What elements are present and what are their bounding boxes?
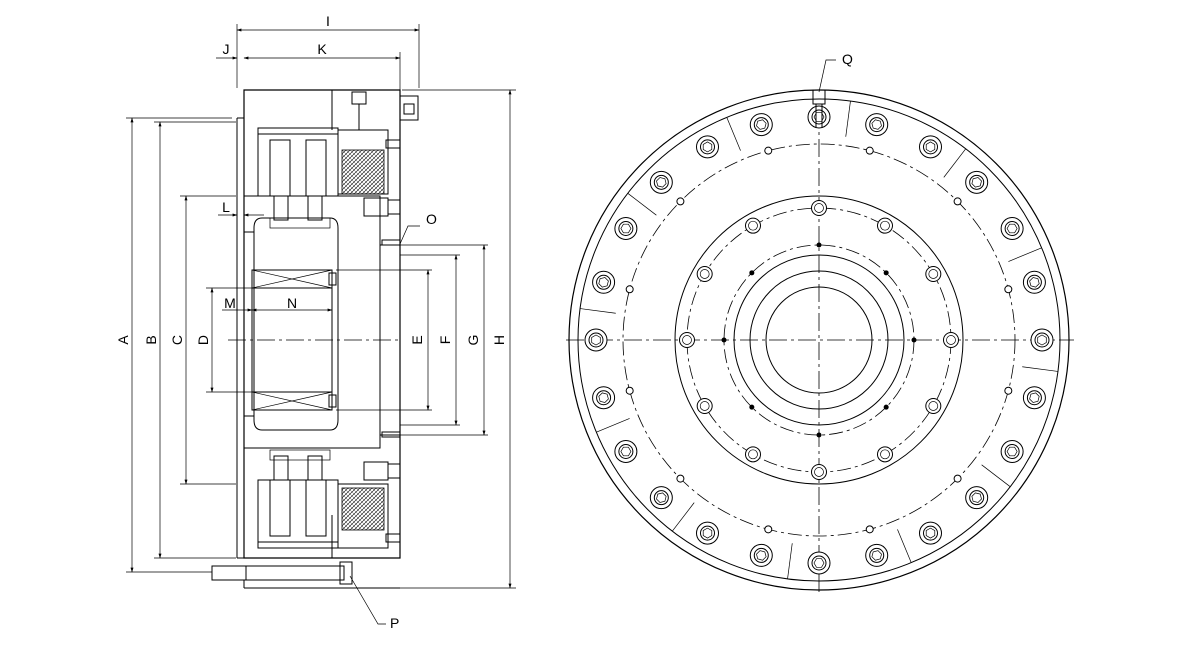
small-hole bbox=[676, 197, 685, 206]
flange-notch bbox=[596, 418, 630, 433]
dim-label-d: D bbox=[195, 335, 211, 345]
inner-bolt bbox=[877, 217, 893, 234]
outer-bolt bbox=[696, 521, 719, 545]
outer-bolt bbox=[696, 135, 719, 159]
dim-label-i: I bbox=[326, 13, 330, 29]
small-hole bbox=[625, 386, 634, 395]
dim-label-j: J bbox=[223, 41, 230, 57]
section-view bbox=[211, 89, 419, 589]
small-hole bbox=[953, 474, 962, 483]
tiny-hole bbox=[883, 404, 889, 410]
outer-bolt bbox=[749, 543, 773, 567]
tiny-hole bbox=[883, 270, 889, 276]
outer-bolt bbox=[865, 113, 889, 137]
small-hole bbox=[865, 146, 874, 155]
small-hole bbox=[764, 525, 773, 534]
outer-bolt bbox=[865, 543, 889, 567]
callout-o: O bbox=[426, 211, 437, 227]
callout-p: P bbox=[390, 615, 399, 631]
flange-notch bbox=[981, 464, 1011, 487]
small-hole bbox=[1004, 285, 1013, 294]
dim-label-l: L bbox=[222, 199, 230, 215]
inner-bolt bbox=[877, 446, 893, 463]
inner-bolt bbox=[943, 332, 959, 348]
tiny-hole bbox=[749, 270, 755, 276]
outer-bolt bbox=[1030, 328, 1054, 352]
inner-bolt-ring bbox=[679, 200, 959, 480]
small-hole bbox=[1004, 386, 1013, 395]
outer-bolt bbox=[749, 113, 773, 137]
flange-notch bbox=[672, 502, 695, 532]
front-view: Q bbox=[566, 51, 1074, 592]
outer-bolt bbox=[807, 105, 831, 129]
flange-notch bbox=[845, 101, 851, 137]
inner-bolt bbox=[811, 200, 827, 216]
flange-notch bbox=[627, 193, 657, 216]
outer-bolt bbox=[614, 217, 638, 240]
dim-label-e: E bbox=[409, 335, 425, 344]
outer-bolt bbox=[807, 551, 831, 575]
small-hole bbox=[865, 525, 874, 534]
small-hole bbox=[625, 285, 634, 294]
tiny-hole bbox=[721, 337, 727, 343]
inner-bolt bbox=[696, 398, 713, 414]
dim-label-n: N bbox=[287, 295, 297, 311]
dim-label-k: K bbox=[317, 41, 327, 57]
dim-label-f: F bbox=[437, 336, 453, 345]
inner-bolt bbox=[745, 217, 761, 234]
outer-bolt bbox=[649, 170, 673, 194]
outer-bolt bbox=[919, 521, 942, 545]
inner-bolt bbox=[925, 266, 942, 282]
tiny-hole bbox=[816, 242, 822, 248]
outer-bolt bbox=[614, 440, 638, 463]
outer-bolt bbox=[592, 386, 616, 410]
outer-bolt bbox=[1000, 217, 1024, 240]
flange-notch bbox=[943, 148, 966, 178]
flange-notch bbox=[580, 308, 616, 314]
dim-label-h: H bbox=[491, 335, 507, 345]
dim-label-c: C bbox=[169, 335, 185, 345]
inner-bolt bbox=[811, 464, 827, 480]
tiny-hole bbox=[749, 404, 755, 410]
outer-bolt bbox=[1022, 270, 1046, 294]
outer-bolt bbox=[965, 170, 989, 194]
small-hole bbox=[676, 474, 685, 483]
tiny-hole bbox=[816, 432, 822, 438]
outer-bolt bbox=[1022, 386, 1046, 410]
outer-bolt bbox=[649, 486, 673, 510]
outer-bolt-ring bbox=[584, 105, 1054, 575]
callout-q: Q bbox=[842, 51, 853, 67]
dim-label-a: A bbox=[115, 335, 131, 345]
dim-label-b: B bbox=[143, 335, 159, 344]
small-hole-ring bbox=[625, 146, 1013, 534]
outer-bolt bbox=[592, 270, 616, 294]
tiny-hole-ring bbox=[721, 242, 917, 438]
dim-label-g: G bbox=[465, 335, 481, 346]
outer-bolt bbox=[584, 328, 608, 352]
flange-notch bbox=[726, 117, 741, 151]
outer-bolt bbox=[919, 135, 942, 159]
dimensions: I K J A B C D L M N bbox=[115, 13, 516, 631]
inner-bolt bbox=[925, 398, 942, 414]
tiny-hole bbox=[911, 337, 917, 343]
inner-bolt bbox=[696, 266, 713, 282]
small-hole bbox=[953, 197, 962, 206]
dim-label-m: M bbox=[224, 295, 236, 311]
flange-notch bbox=[787, 543, 793, 579]
small-hole bbox=[764, 146, 773, 155]
outer-bolt bbox=[965, 486, 989, 510]
outer-bolt bbox=[1000, 440, 1024, 463]
flange-notch bbox=[897, 529, 912, 563]
flange-notches bbox=[580, 101, 1058, 579]
flange-notch bbox=[1008, 247, 1042, 262]
inner-bolt bbox=[679, 332, 695, 348]
inner-bolt bbox=[745, 446, 761, 463]
flange-notch bbox=[1022, 366, 1058, 372]
